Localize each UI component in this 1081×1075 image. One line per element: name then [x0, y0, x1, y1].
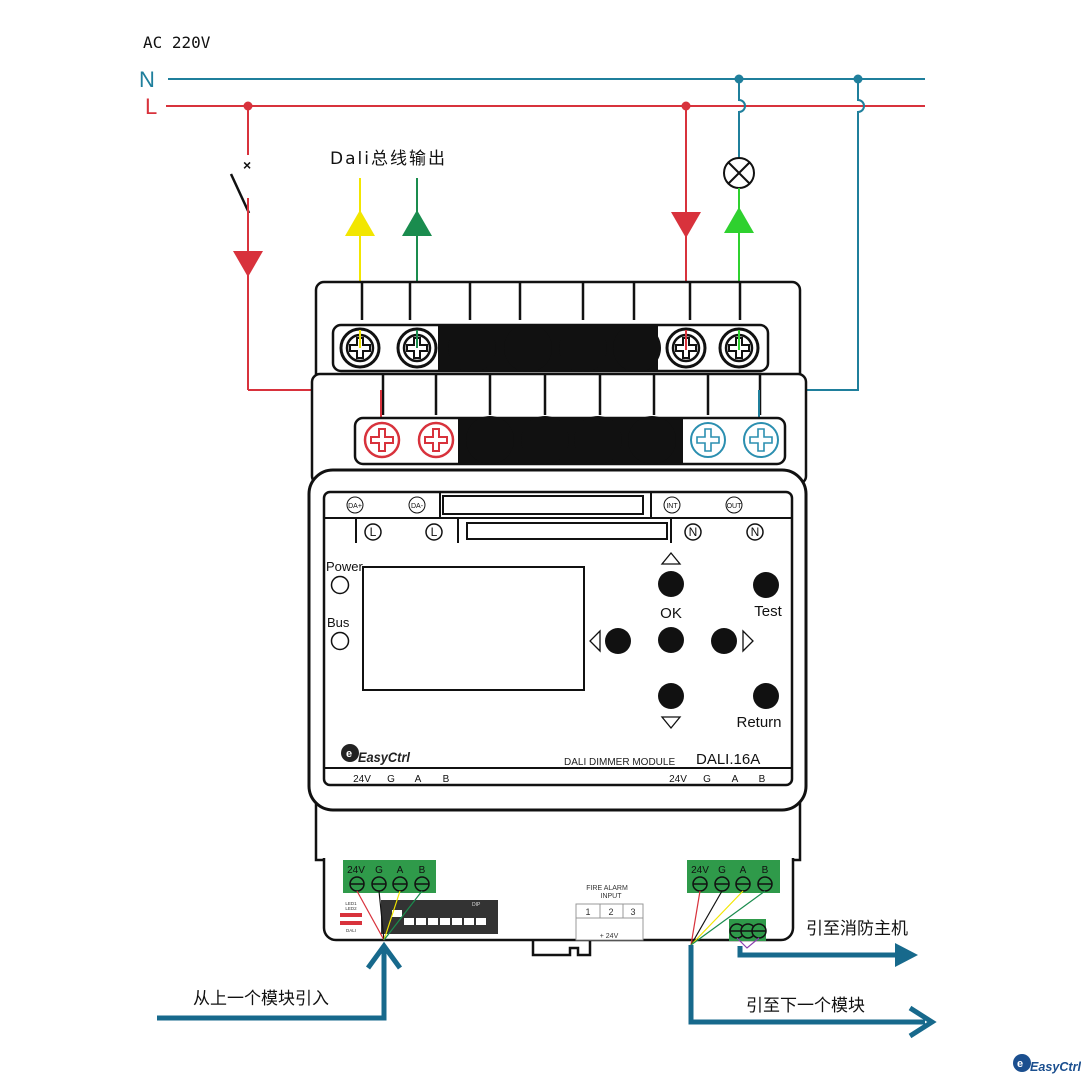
left-arrow-icon	[589, 629, 601, 653]
dali-output-label: Dali总线输出	[330, 149, 447, 169]
terminal-screw-n2	[743, 422, 779, 458]
module-description: DALI DIMMER MODULE	[564, 757, 675, 768]
svg-text:DALI: DALI	[346, 928, 356, 933]
svg-text:G: G	[703, 774, 711, 785]
dali-dimmer-module: DA+ DA- INT OUT L L N N Power Bus OK	[307, 280, 808, 957]
svg-text:+ 24V: + 24V	[600, 933, 619, 940]
fire-host-terminal	[729, 919, 767, 949]
svg-text:24V: 24V	[691, 865, 709, 876]
return-button[interactable]	[753, 683, 779, 709]
neutral-label: N	[139, 67, 155, 92]
ok-label: OK	[660, 605, 682, 622]
to-fire-host-label: 引至消防主机	[806, 919, 908, 939]
lamp-icon	[723, 157, 755, 189]
terminal-label-l2: L	[431, 525, 438, 539]
arrow-up-icon	[345, 210, 375, 236]
test-button[interactable]	[753, 572, 779, 598]
test-label: Test	[754, 603, 782, 620]
svg-text:24V: 24V	[669, 774, 687, 785]
bus-terminal-right: 24V G A B	[687, 860, 780, 893]
svg-text:B: B	[419, 865, 426, 876]
terminal-label-n2: N	[751, 525, 760, 539]
up-button[interactable]	[658, 571, 684, 597]
supply-label: AC 220V	[143, 33, 211, 52]
return-label: Return	[736, 714, 781, 731]
up-arrow-icon	[660, 551, 682, 565]
svg-text:EasyCtrl: EasyCtrl	[1030, 1059, 1081, 1074]
svg-text:EasyCtrl: EasyCtrl	[358, 749, 411, 765]
svg-text:×: ×	[243, 157, 251, 173]
arrow-up-icon	[724, 207, 754, 233]
svg-text:3: 3	[630, 907, 635, 917]
brand-logo: e EasyCtrl	[341, 744, 411, 765]
down-arrow-icon	[660, 716, 682, 730]
terminal-label-l1: L	[370, 525, 377, 539]
right-arrow-icon	[742, 629, 754, 653]
terminal-label-int: INT	[666, 503, 678, 510]
svg-text:A: A	[397, 865, 404, 876]
to-fire-host-arrow	[737, 943, 918, 967]
to-next-arrow	[688, 945, 937, 1039]
right-button[interactable]	[711, 628, 737, 654]
terminal-label-da-minus: DA-	[411, 503, 424, 510]
bus-labels-right: 24V G A B	[669, 774, 766, 785]
outgoing-bus-wires	[690, 890, 766, 946]
live-label: L	[145, 94, 157, 119]
terminal-screw-l1	[363, 421, 401, 459]
arrow-down-icon	[671, 212, 701, 238]
svg-text:G: G	[375, 865, 383, 876]
from-previous-label: 从上一个模块引入	[193, 989, 329, 1009]
down-button[interactable]	[658, 683, 684, 709]
svg-text:A: A	[732, 774, 739, 785]
bus-indicator-label: Bus	[327, 615, 350, 630]
left-button[interactable]	[605, 628, 631, 654]
svg-text:G: G	[387, 774, 395, 785]
svg-text:24V: 24V	[347, 865, 365, 876]
terminal-label-da-plus: DA+	[348, 503, 362, 510]
lcd-display	[362, 566, 585, 691]
svg-text:FIRE ALARM: FIRE ALARM	[586, 885, 628, 892]
terminal-label-out: OUT	[727, 503, 743, 510]
svg-text:2: 2	[608, 907, 613, 917]
svg-text:24V: 24V	[353, 774, 371, 785]
svg-text:DIP: DIP	[472, 902, 481, 908]
ok-button[interactable]	[658, 627, 684, 653]
watermark-logo: e EasyCtrl	[1013, 1054, 1081, 1074]
led-legend: LED1 LED2 DALI	[340, 901, 362, 933]
svg-text:A: A	[415, 774, 422, 785]
arrow-down-icon	[233, 251, 263, 277]
bus-labels-left: 24V G A B	[353, 774, 450, 785]
switch-icon	[229, 173, 251, 214]
neutral-feed	[758, 74, 865, 440]
module-model: DALI.16A	[696, 751, 760, 768]
bus-led	[330, 631, 350, 651]
svg-text:INPUT: INPUT	[601, 893, 623, 900]
svg-text:1: 1	[585, 907, 590, 917]
svg-text:B: B	[759, 774, 766, 785]
svg-text:e: e	[1017, 1058, 1023, 1070]
svg-text:G: G	[718, 865, 726, 876]
terminal-screw-l2	[417, 421, 455, 459]
svg-text:B: B	[762, 865, 769, 876]
arrow-up-icon	[402, 210, 432, 236]
svg-text:LED2: LED2	[345, 906, 357, 911]
power-led	[330, 575, 350, 595]
dip-switch[interactable]: DIP	[381, 900, 498, 934]
svg-text:A: A	[740, 865, 747, 876]
incoming-bus-wires	[356, 890, 423, 941]
from-previous-arrow	[157, 941, 403, 1021]
bus-terminal-left: 24V G A B	[343, 860, 436, 893]
terminal-screw-n1	[690, 422, 726, 458]
power-indicator-label: Power	[326, 559, 364, 574]
lamp-circuit	[723, 74, 755, 348]
svg-text:LED1: LED1	[345, 901, 357, 906]
terminal-label-n1: N	[689, 525, 698, 539]
fire-alarm-input: FIRE ALARM INPUT 1 2 3 + 24V	[575, 885, 644, 941]
svg-text:e: e	[346, 748, 352, 760]
to-next-label: 引至下一个模块	[746, 996, 865, 1016]
svg-text:B: B	[443, 774, 450, 785]
